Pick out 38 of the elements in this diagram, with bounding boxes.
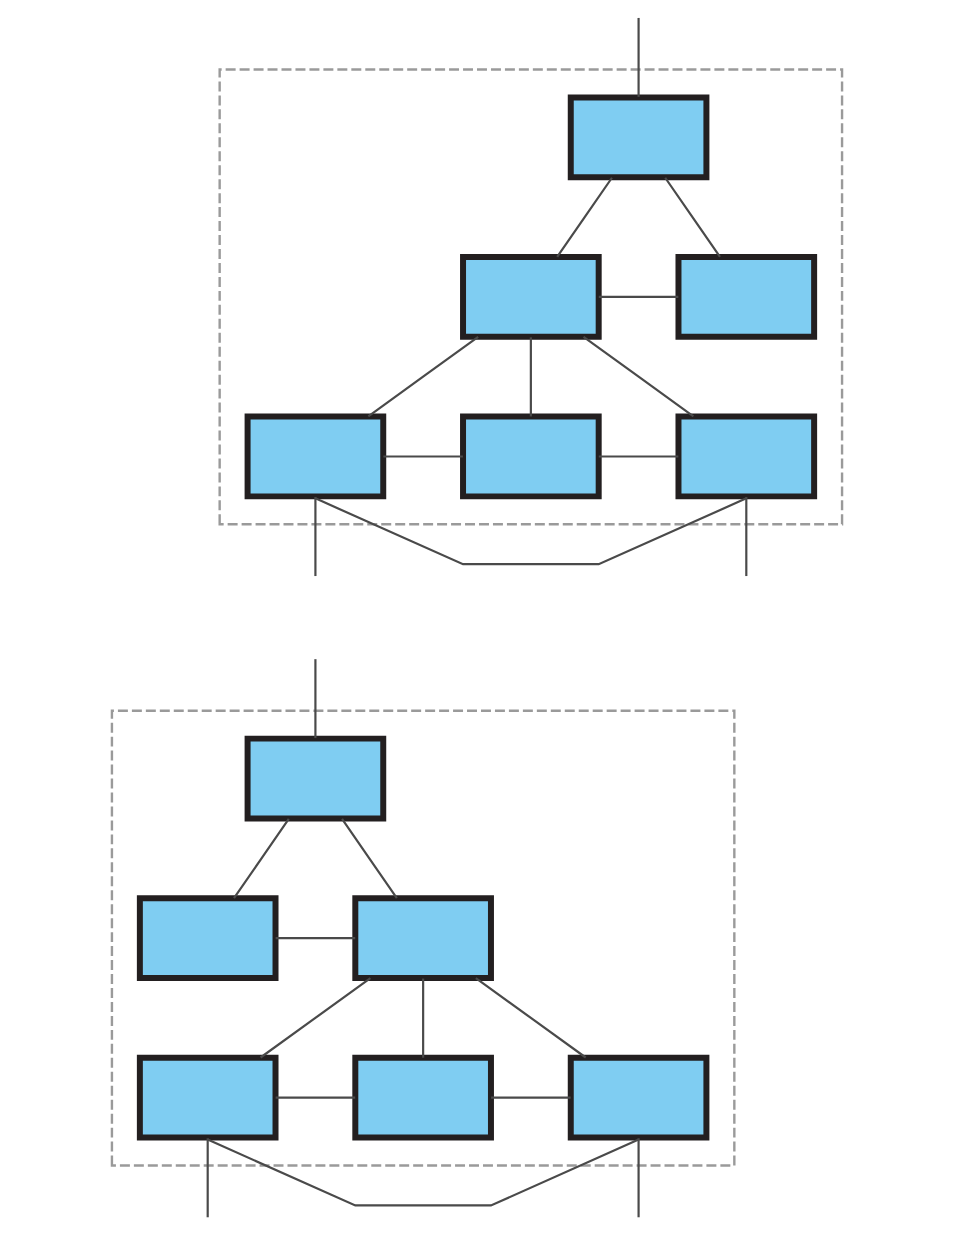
connector xyxy=(383,455,463,458)
node-box xyxy=(460,254,602,340)
cluster xyxy=(218,68,844,526)
connector xyxy=(491,1096,571,1099)
connector xyxy=(207,1138,640,1207)
node-box xyxy=(567,94,710,181)
node-box xyxy=(244,413,387,500)
connector xyxy=(582,336,695,418)
connector xyxy=(259,977,372,1059)
connector xyxy=(314,497,317,577)
connector xyxy=(341,818,398,899)
connector xyxy=(233,818,290,899)
node-box xyxy=(675,254,818,340)
connector xyxy=(314,659,317,739)
connector xyxy=(206,1138,209,1218)
node-box xyxy=(352,1054,494,1141)
node-box xyxy=(244,735,387,822)
connector xyxy=(598,455,679,458)
node-box xyxy=(352,895,494,981)
connector xyxy=(367,336,479,418)
node-box xyxy=(136,1054,279,1141)
connector xyxy=(598,295,679,298)
connector xyxy=(637,17,640,97)
connector xyxy=(529,337,532,417)
connector xyxy=(745,497,748,577)
node-box xyxy=(675,413,818,500)
connector xyxy=(664,177,721,258)
connector xyxy=(475,977,587,1059)
connector xyxy=(314,497,747,566)
connector xyxy=(637,1138,640,1218)
connector xyxy=(275,1096,356,1099)
cluster xyxy=(110,709,736,1167)
connector xyxy=(422,978,425,1058)
node-box xyxy=(460,413,602,500)
node-box xyxy=(136,895,279,981)
connector xyxy=(275,937,356,940)
node-box xyxy=(567,1054,710,1141)
connector xyxy=(556,177,613,258)
